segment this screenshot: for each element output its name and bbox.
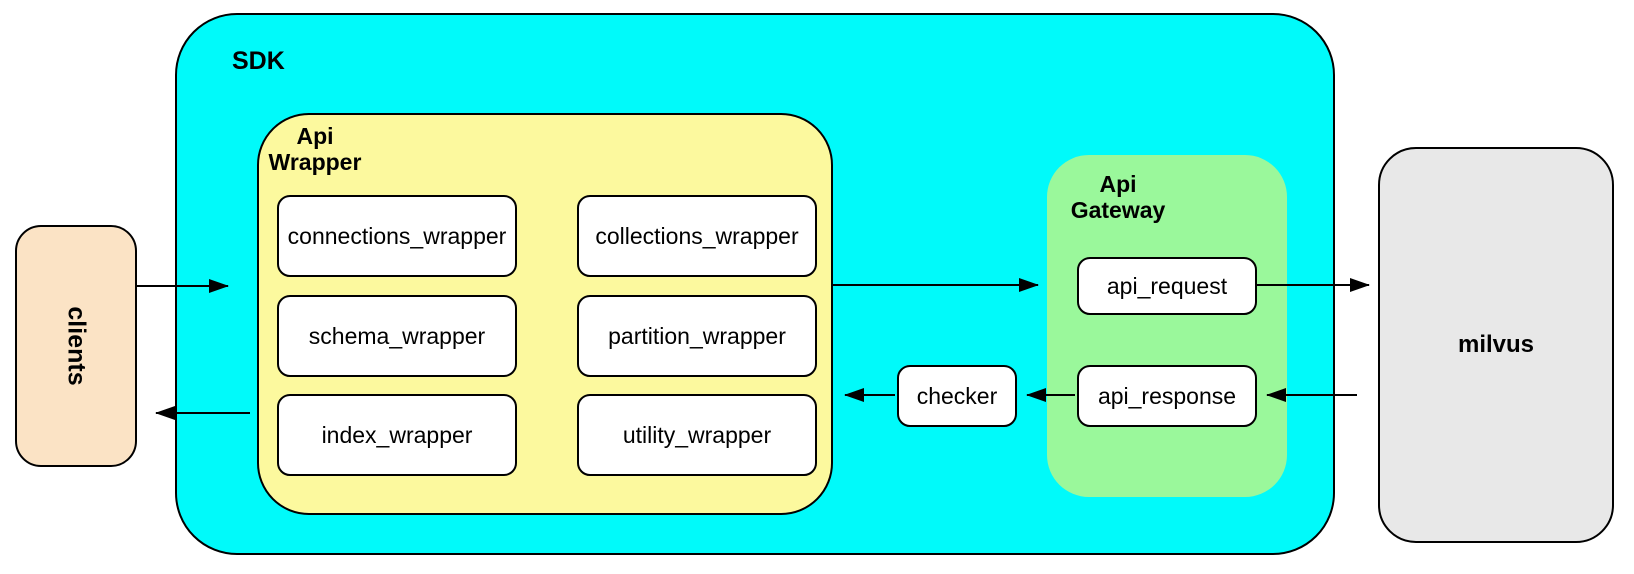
api-wrapper-label-line2: Wrapper <box>268 149 362 175</box>
index-wrapper-node: index_wrapper <box>277 394 517 476</box>
schema-wrapper-node: schema_wrapper <box>277 295 517 377</box>
api-request-node: api_request <box>1077 257 1257 315</box>
connections-wrapper-node: connections_wrapper <box>277 195 517 277</box>
sdk-label: SDK <box>232 47 285 75</box>
clients-node: clients <box>15 225 137 467</box>
milvus-node: milvus <box>1378 147 1614 543</box>
api-response-node: api_response <box>1077 365 1257 427</box>
api-gateway-container: Api Gateway <box>1047 155 1287 497</box>
utility-wrapper-node: utility_wrapper <box>577 394 817 476</box>
api-gateway-label: Api Gateway <box>1048 171 1188 223</box>
milvus-label: milvus <box>1457 331 1535 358</box>
partition-wrapper-node: partition_wrapper <box>577 295 817 377</box>
collections-wrapper-node: collections_wrapper <box>577 195 817 277</box>
api-gateway-label-line1: Api <box>1099 171 1137 197</box>
api-wrapper-label-line1: Api <box>296 123 334 149</box>
api-gateway-label-line2: Gateway <box>1070 197 1166 223</box>
checker-node: checker <box>897 365 1017 427</box>
clients-label: clients <box>62 306 91 386</box>
api-wrapper-label: Api Wrapper <box>259 123 371 175</box>
